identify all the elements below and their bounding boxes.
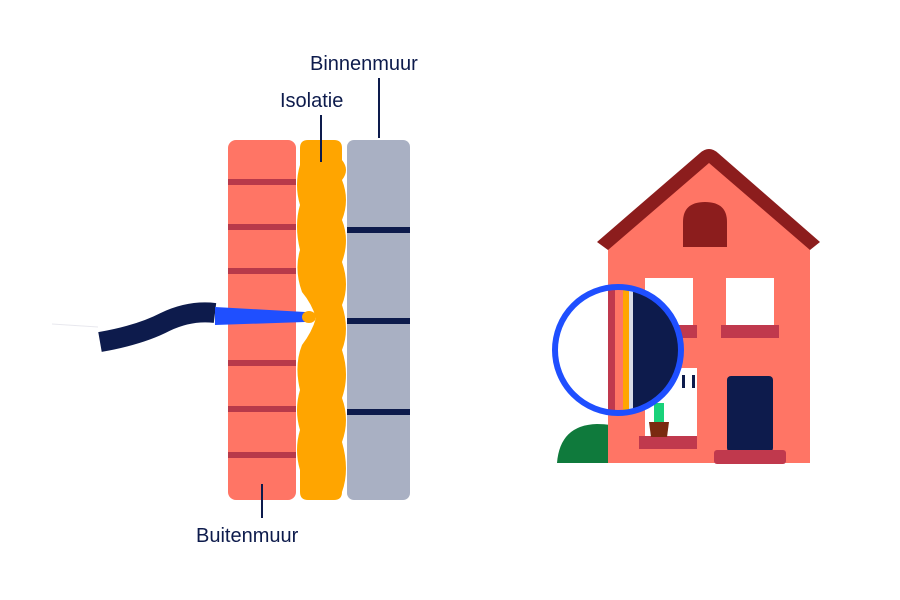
hose-icon <box>51 302 316 352</box>
brick-joints <box>228 179 296 458</box>
leader-lines <box>261 78 380 518</box>
attic-window <box>683 202 727 247</box>
insulation-label: Isolatie <box>280 90 343 112</box>
inner-wall-label: Binnenmuur <box>310 53 418 75</box>
front-door <box>727 376 773 452</box>
insulation-fill <box>297 140 346 500</box>
upper-right-window <box>726 278 774 325</box>
inner-wall-lines <box>347 227 410 415</box>
wall-cross-section: Binnenmuur Isolatie Buitenmuur <box>51 53 418 547</box>
roof <box>597 149 820 250</box>
lower-sill <box>639 436 697 449</box>
inner-wall <box>347 140 410 500</box>
plant-pot <box>649 422 669 437</box>
door-step <box>714 450 786 464</box>
upper-right-sill <box>721 325 779 338</box>
plant <box>654 403 664 423</box>
outer-wall-label: Buitenmuur <box>196 525 299 547</box>
house-icon <box>552 149 820 464</box>
